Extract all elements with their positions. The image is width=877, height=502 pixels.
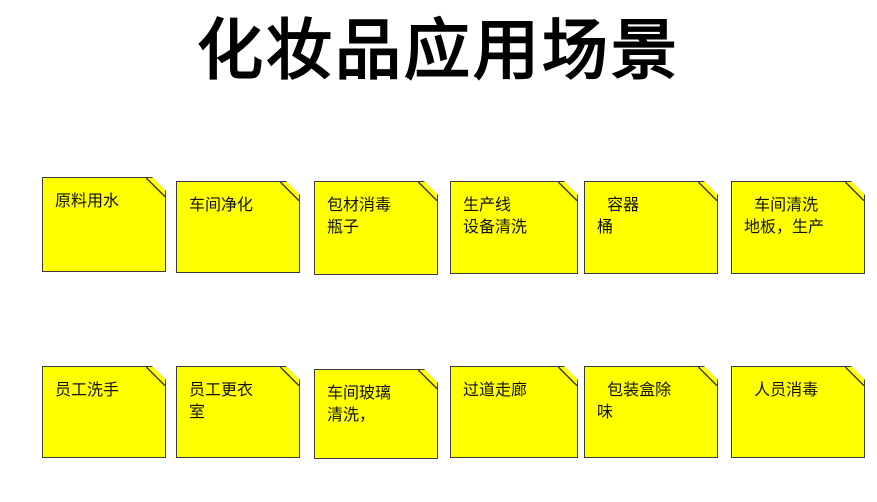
scenario-card-workshop-purification: 车间净化 — [176, 181, 300, 273]
scenario-card-workshop-cleaning: 车间清洗 地板，生产 — [731, 181, 865, 274]
card-label: 车间净化 — [189, 195, 254, 214]
scenario-card-production-line: 生产线 设备清洗 — [450, 181, 578, 274]
card-label: 员工更衣 室 — [189, 380, 254, 421]
scenario-card-box-deodorize: 包装盒除 味 — [584, 366, 718, 458]
scenario-card-personnel-disinfection: 人员消毒 — [731, 366, 865, 458]
scenario-card-packaging-disinfection: 包材消毒 瓶子 — [314, 181, 438, 275]
card-label: 生产线 设备清洗 — [463, 195, 528, 236]
scenario-card-changing-room: 员工更衣 室 — [176, 366, 300, 458]
card-label: 车间玻璃 清洗， — [327, 383, 392, 424]
card-label: 原料用水 — [55, 191, 120, 210]
card-label: 包装盒除 味 — [597, 380, 672, 421]
card-label: 人员消毒 — [744, 380, 819, 399]
card-label: 过道走廊 — [463, 380, 528, 399]
scenario-card-staff-handwash: 员工洗手 — [42, 366, 166, 458]
scenario-card-raw-water: 原料用水 — [42, 177, 166, 272]
scenario-card-containers: 容器 桶 — [584, 181, 718, 274]
scenario-card-glass-cleaning: 车间玻璃 清洗， — [314, 369, 438, 459]
card-label: 车间清洗 地板，生产 — [744, 195, 825, 236]
scenario-card-corridor: 过道走廊 — [450, 366, 578, 458]
page-title: 化妆品应用场景 — [197, 11, 680, 89]
card-label: 员工洗手 — [55, 380, 120, 399]
card-label: 容器 桶 — [597, 195, 640, 236]
card-label: 包材消毒 瓶子 — [327, 195, 392, 236]
